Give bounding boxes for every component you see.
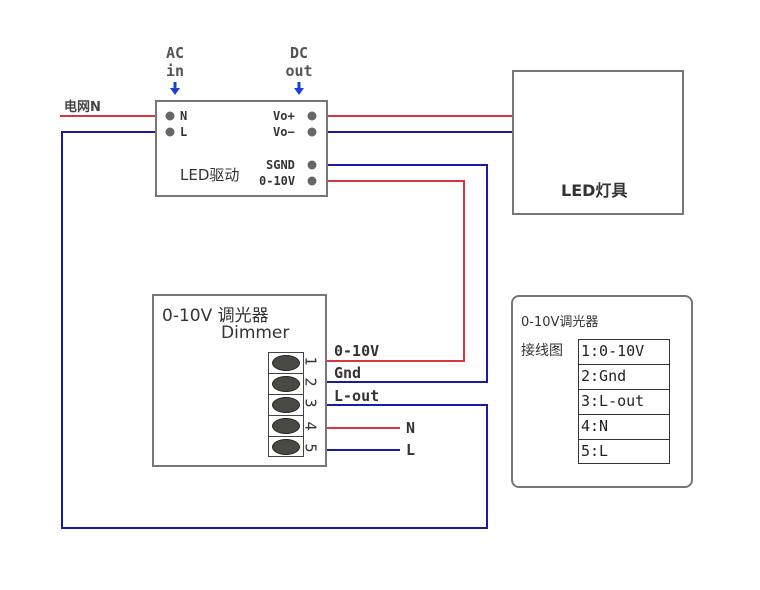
dimmer-terminal-block: [268, 352, 304, 457]
legend-row: 5:L: [578, 439, 670, 464]
led-driver-box: [155, 100, 328, 197]
dimmer-title: 0-10V 调光器: [162, 306, 269, 326]
arrow-down-icon: [170, 82, 180, 95]
dimmer-wire-label-gnd: Gnd: [334, 364, 362, 382]
dimmer-subtitle: Dimmer: [221, 323, 290, 343]
terminal-dot-vo-plus: [307, 111, 317, 121]
arrow-down-icon: [294, 82, 304, 95]
mains-neutral-label: 电网N: [64, 100, 101, 115]
led-fixture-title: LED灯具: [561, 181, 628, 200]
terminal-dot-dim: [307, 176, 317, 186]
terminal-number-5: 5: [301, 443, 320, 453]
driver-terminal-n-label: N: [180, 109, 188, 123]
driver-terminal-sgnd-label: SGND: [266, 158, 295, 172]
screw-icon: [272, 438, 300, 455]
terminal-slot-5[interactable]: [268, 436, 304, 457]
legend-row: 1:0-10V: [578, 339, 670, 364]
wire-sgnd-to-gnd: [304, 164, 488, 383]
wire-driver-live-loop: [61, 131, 488, 529]
dimmer-wire-label-l-out: L-out: [334, 387, 380, 405]
terminal-slot-2[interactable]: [268, 373, 304, 394]
legend-row: 4:N: [578, 414, 670, 439]
terminal-number-1: 1: [301, 356, 320, 366]
legend-subtitle: 接线图: [521, 343, 563, 359]
driver-terminal-l-label: L: [180, 125, 188, 139]
driver-terminal-vo-minus-label: Vo−: [273, 125, 295, 139]
legend-row: 3:L-out: [578, 389, 670, 414]
terminal-number-2: 2: [301, 377, 320, 387]
dc-label: DC: [289, 44, 309, 62]
terminal-number-3: 3: [301, 398, 320, 408]
ac-in-label: AC in: [164, 44, 186, 80]
screw-icon: [272, 397, 300, 413]
terminal-dot-sgnd: [307, 160, 317, 170]
wiring-legend-panel: [511, 295, 693, 488]
terminal-dot-vo-minus: [307, 127, 317, 137]
legend-table: 1:0-10V 2:Gnd 3:L-out 4:N 5:L: [578, 339, 670, 464]
legend-row: 2:Gnd: [578, 364, 670, 389]
dimmer-wire-label-dim: 0-10V: [334, 342, 380, 360]
dc-out-label: DC out: [284, 44, 314, 80]
terminal-dot-n: [165, 111, 175, 121]
wire-dim-to-dim: [304, 180, 465, 362]
out-label: out: [285, 62, 313, 80]
screw-icon: [272, 376, 300, 392]
driver-terminal-dim-label: 0-10V: [259, 174, 296, 188]
screw-icon: [272, 418, 300, 434]
terminal-slot-4[interactable]: [268, 415, 304, 436]
terminal-number-4: 4: [301, 421, 320, 431]
screw-icon: [272, 355, 300, 371]
dimmer-wire-label-n: N: [406, 419, 416, 437]
ac-label: AC: [165, 44, 185, 62]
terminal-slot-1[interactable]: [268, 352, 304, 373]
led-fixture-box: [512, 70, 684, 215]
in-label: in: [165, 62, 185, 80]
terminal-slot-3[interactable]: [268, 394, 304, 415]
dimmer-wire-label-l: L: [406, 441, 416, 459]
legend-title: 0-10V调光器: [521, 315, 599, 330]
driver-terminal-vo-plus-label: Vo+: [273, 109, 295, 123]
terminal-dot-l: [165, 127, 175, 137]
led-driver-title: LED驱动: [180, 166, 240, 184]
